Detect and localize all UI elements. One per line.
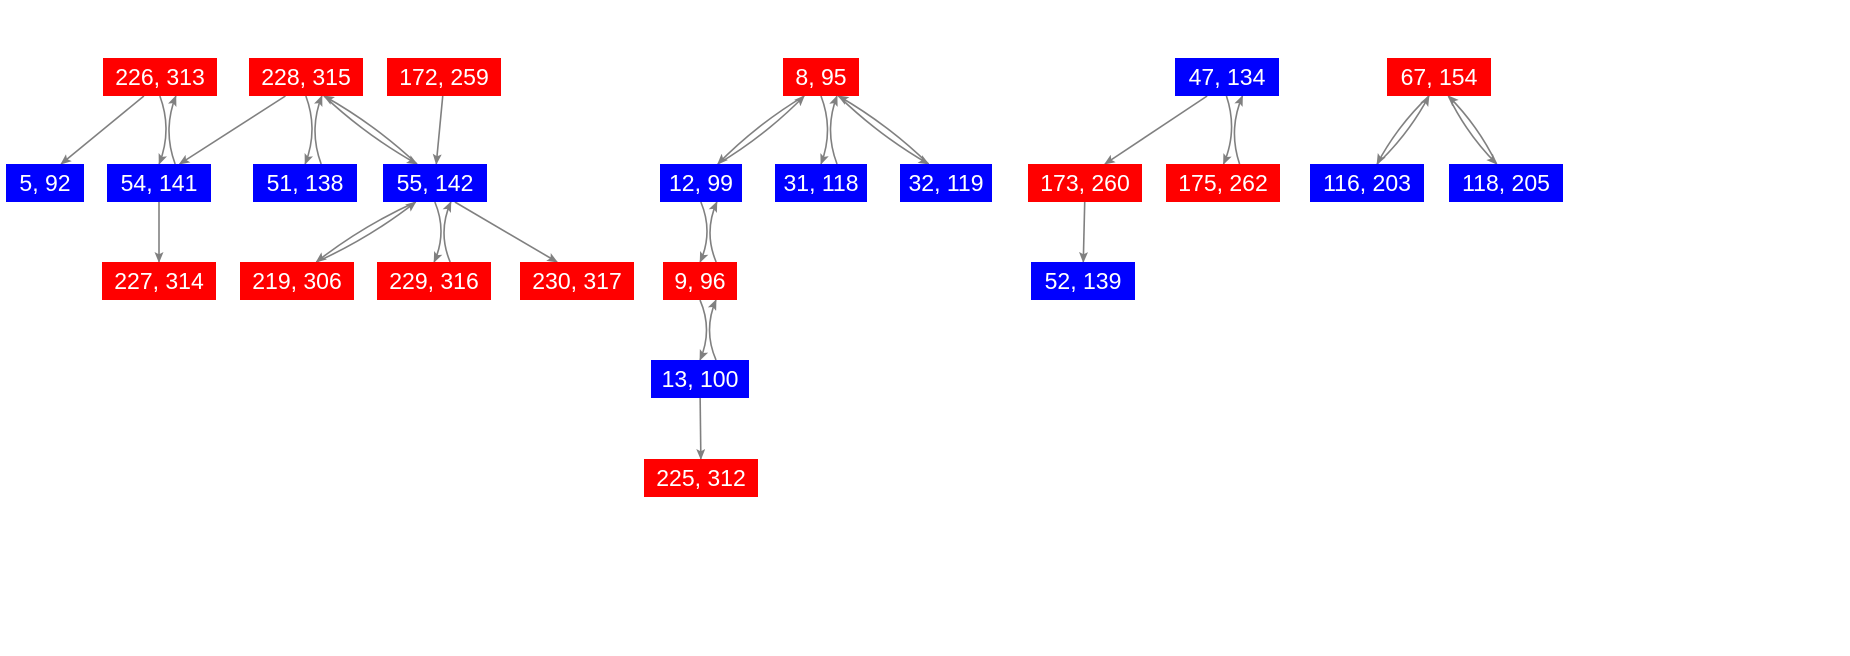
- graph-node[interactable]: 32, 119: [900, 164, 992, 202]
- graph-node[interactable]: 175, 262: [1166, 164, 1280, 202]
- graph-node[interactable]: 230, 317: [520, 262, 634, 300]
- graph-node[interactable]: 52, 139: [1031, 262, 1135, 300]
- graph-node[interactable]: 228, 315: [249, 58, 363, 96]
- graph-node[interactable]: 12, 99: [660, 164, 742, 202]
- graph-node[interactable]: 55, 142: [383, 164, 487, 202]
- graph-node[interactable]: 118, 205: [1449, 164, 1563, 202]
- graph-node[interactable]: 54, 141: [107, 164, 211, 202]
- graph-node[interactable]: 47, 134: [1175, 58, 1279, 96]
- graph-node[interactable]: 51, 138: [253, 164, 357, 202]
- graph-node[interactable]: 8, 95: [783, 58, 859, 96]
- graph-node[interactable]: 227, 314: [102, 262, 216, 300]
- graph-node[interactable]: 116, 203: [1310, 164, 1424, 202]
- graph-node[interactable]: 226, 313: [103, 58, 217, 96]
- graph-node[interactable]: 229, 316: [377, 262, 491, 300]
- graph-node[interactable]: 219, 306: [240, 262, 354, 300]
- graph-node[interactable]: 173, 260: [1028, 164, 1142, 202]
- graph-node[interactable]: 225, 312: [644, 459, 758, 497]
- graph-node[interactable]: 9, 96: [663, 262, 737, 300]
- graph-node[interactable]: 13, 100: [651, 360, 749, 398]
- graph-node[interactable]: 67, 154: [1387, 58, 1491, 96]
- graph-node[interactable]: 31, 118: [775, 164, 867, 202]
- graph-node[interactable]: 5, 92: [6, 164, 84, 202]
- graph-node[interactable]: 172, 259: [387, 58, 501, 96]
